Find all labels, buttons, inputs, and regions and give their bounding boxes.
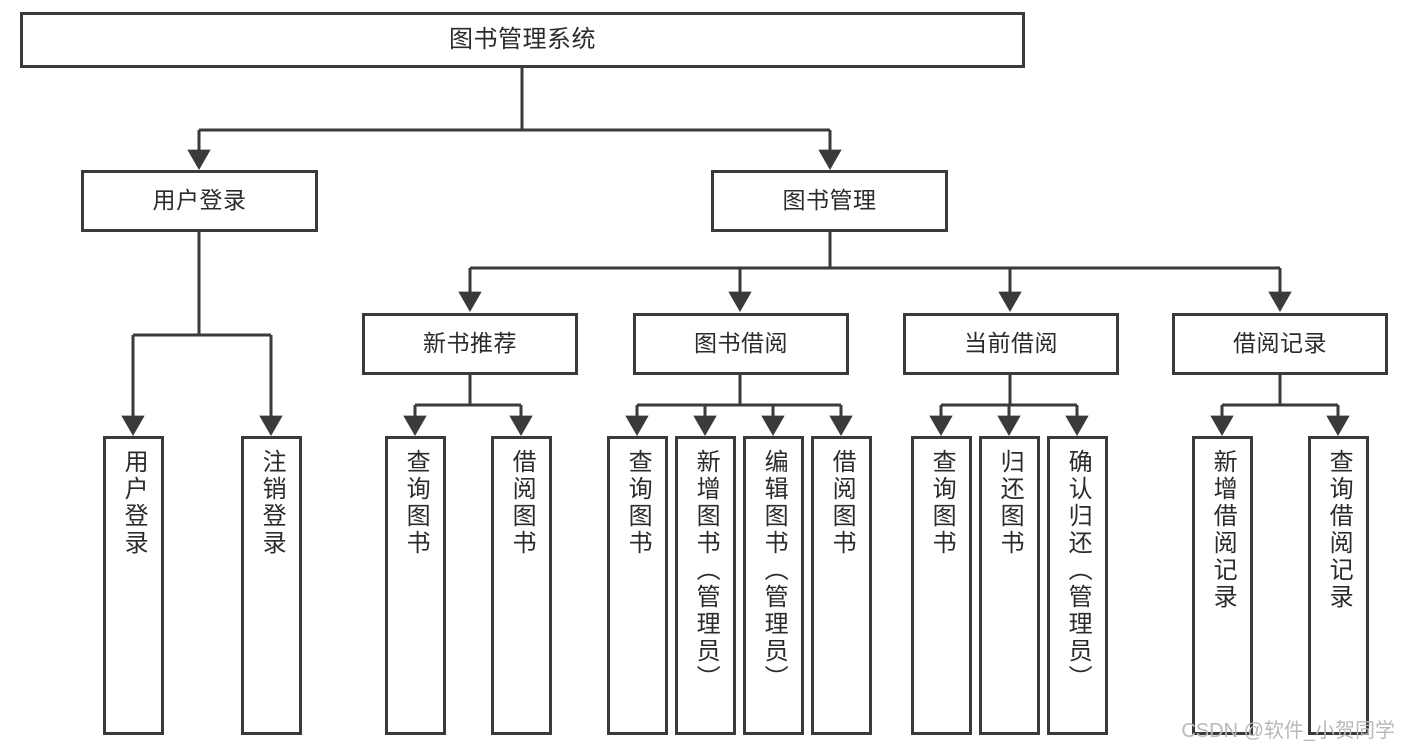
leaf-new-book-borrow[interactable]: 借阅图书 (491, 436, 552, 735)
node-label: 确认归还（管理员） (1064, 449, 1092, 692)
leaf-current-confirm-return[interactable]: 确认归还（管理员） (1047, 436, 1108, 735)
node-label: 编辑图书（管理员） (760, 449, 788, 692)
leaf-user-login-logout[interactable]: 注销登录 (241, 436, 302, 735)
node-label: 借阅图书 (508, 449, 536, 557)
leaf-record-add[interactable]: 新增借阅记录 (1192, 436, 1253, 735)
node-label: 新增借阅记录 (1209, 449, 1237, 611)
leaf-user-login-login[interactable]: 用户登录 (103, 436, 164, 735)
node-label: 查询图书 (624, 449, 652, 557)
node-label: 归还图书 (996, 449, 1024, 557)
leaf-borrow-edit-book[interactable]: 编辑图书（管理员） (743, 436, 804, 735)
leaf-borrow-borrow-book[interactable]: 借阅图书 (811, 436, 872, 735)
leaf-record-query[interactable]: 查询借阅记录 (1308, 436, 1369, 735)
node-label: 当前借阅 (964, 330, 1058, 357)
node-user-login[interactable]: 用户登录 (81, 170, 318, 232)
node-book-management[interactable]: 图书管理 (711, 170, 948, 232)
leaf-current-query-book[interactable]: 查询图书 (911, 436, 972, 735)
node-label: 用户登录 (120, 449, 148, 557)
leaf-borrow-add-book[interactable]: 新增图书（管理员） (675, 436, 736, 735)
node-label: 图书借阅 (694, 330, 788, 357)
leaf-current-return-book[interactable]: 归还图书 (979, 436, 1040, 735)
leaf-borrow-query-book[interactable]: 查询图书 (607, 436, 668, 735)
node-current-borrow[interactable]: 当前借阅 (903, 313, 1119, 375)
node-label: 注销登录 (258, 449, 286, 557)
node-borrow-record[interactable]: 借阅记录 (1172, 313, 1388, 375)
node-label: 新书推荐 (423, 330, 517, 357)
node-root-system[interactable]: 图书管理系统 (20, 12, 1025, 68)
node-label: 借阅图书 (828, 449, 856, 557)
node-new-book-recommend[interactable]: 新书推荐 (362, 313, 578, 375)
node-label: 查询图书 (928, 449, 956, 557)
node-label: 查询图书 (402, 449, 430, 557)
node-label: 借阅记录 (1233, 330, 1327, 357)
node-label: 用户登录 (152, 187, 247, 214)
node-label: 查询借阅记录 (1325, 449, 1353, 611)
csdn-watermark: CSDN @软件_小贺同学 (1181, 720, 1395, 742)
node-label: 新增图书（管理员） (692, 449, 720, 692)
node-book-borrow[interactable]: 图书借阅 (633, 313, 849, 375)
node-label: 图书管理系统 (449, 25, 596, 53)
leaf-new-book-query[interactable]: 查询图书 (385, 436, 446, 735)
node-label: 图书管理 (782, 187, 877, 214)
